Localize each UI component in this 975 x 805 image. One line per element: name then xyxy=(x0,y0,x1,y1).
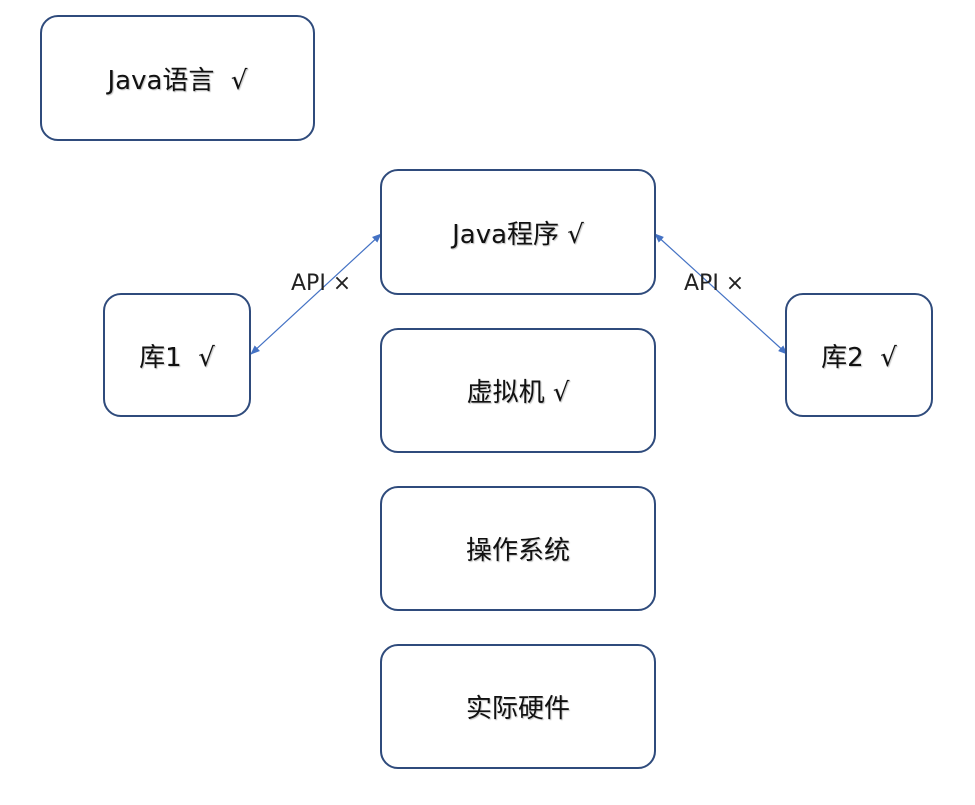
java-program-box: Java程序 √ xyxy=(380,169,656,295)
virtual-machine-box: 虚拟机 √ xyxy=(380,328,656,453)
library-2-label: 库2 √ xyxy=(821,342,897,373)
java-language-label: Java语言 √ xyxy=(107,65,248,96)
java-language-box: Java语言 √ xyxy=(40,15,315,141)
hardware-box: 实际硬件 xyxy=(380,644,656,769)
api-arrow-right xyxy=(654,233,788,355)
api-left-label: API × xyxy=(291,271,352,296)
operating-system-label: 操作系统 xyxy=(465,536,570,566)
library-2-box: 库2 √ xyxy=(785,293,933,417)
library-1-box: 库1 √ xyxy=(103,293,251,417)
virtual-machine-label: 虚拟机 √ xyxy=(466,378,570,408)
hardware-label: 实际硬件 xyxy=(465,694,570,724)
api-arrow-left xyxy=(250,233,382,355)
api-right-label: API × xyxy=(684,271,745,296)
library-1-label: 库1 √ xyxy=(139,342,215,373)
operating-system-box: 操作系统 xyxy=(380,486,656,611)
java-program-label: Java程序 √ xyxy=(452,219,584,250)
